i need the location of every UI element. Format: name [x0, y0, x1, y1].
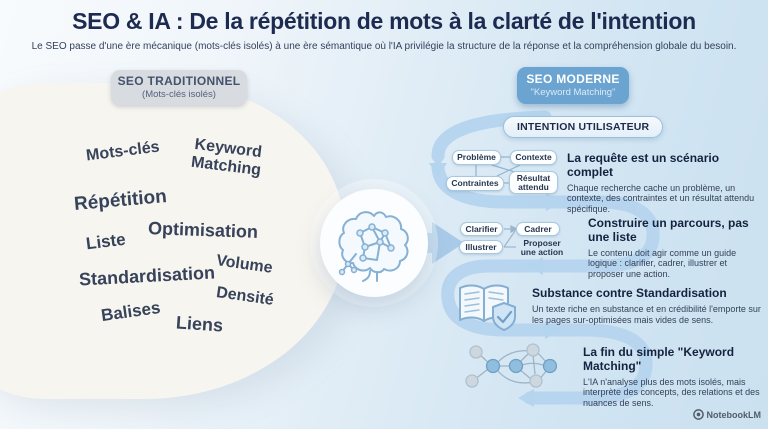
section-requete: La requête est un scénario complet Chaqu… — [567, 151, 767, 215]
section-parcours-heading: Construire un parcours, pas une liste — [588, 216, 749, 244]
traditional-badge: SEO TRADITIONNEL (Mots-clés isolés) — [111, 70, 247, 105]
section-parcours: Construire un parcours, pas une liste Le… — [588, 216, 760, 280]
brand-footer: NotebookLM — [692, 409, 762, 420]
modern-badge: SEO MODERNE "Keyword Matching" — [517, 67, 629, 104]
traditional-badge-title: SEO TRADITIONNEL — [117, 74, 241, 88]
brand-label: NotebookLM — [706, 409, 762, 420]
page-subtitle: Le SEO passe d'une ère mécanique (mots-c… — [31, 41, 737, 52]
section-requete-heading: La requête est un scénario complet — [567, 151, 720, 179]
node-contraintes: Contraintes — [446, 176, 504, 191]
section-substance-heading: Substance contre Standardisation — [532, 286, 727, 300]
modern-badge-subtitle: "Keyword Matching" — [530, 87, 616, 98]
node-resultat-attendu: Résultat attendu — [509, 171, 558, 194]
page-title: SEO & IA : De la répétition de mots à la… — [72, 8, 696, 34]
traditional-panel — [0, 83, 345, 399]
keyword-optimisation: Optimisation — [147, 218, 259, 242]
section-keyword-matching-description: L'IA n'analyse plus des mots isolés, mai… — [583, 376, 760, 409]
node-proposer-action: Proposer une action — [520, 238, 564, 258]
section-substance-description: Un texte riche en substance et en crédib… — [532, 303, 761, 325]
brain-circle — [320, 189, 428, 297]
node-clarifier: Clarifier — [460, 222, 503, 236]
notebooklm-logo-icon — [692, 409, 704, 420]
node-illustrer: Illustrer — [459, 240, 503, 254]
node-cadrer: Cadrer — [516, 222, 560, 236]
section-keyword-matching-heading: La fin du simple "Keyword Matching" — [583, 345, 735, 373]
node-contexte: Contexte — [510, 150, 557, 165]
intent-pill: INTENTION UTILISATEUR — [503, 116, 664, 138]
section-keyword-matching: La fin du simple "Keyword Matching" L'IA… — [583, 345, 765, 409]
network-graph-icon — [461, 342, 558, 401]
keyword-liens: Liens — [175, 312, 224, 336]
book-shield-icon — [452, 281, 524, 340]
section-requete-description: Chaque recherche cache un problème, un c… — [567, 182, 755, 215]
node-probleme: Problème — [452, 150, 501, 165]
section-substance: Substance contre Standardisation Un text… — [532, 286, 768, 325]
brain-icon — [338, 211, 409, 282]
modern-badge-title: SEO MODERNE — [526, 72, 620, 86]
traditional-badge-subtitle: (Mots-clés isolés) — [142, 89, 216, 100]
section-parcours-description: Le contenu doit agir comme un guide logi… — [588, 247, 737, 280]
